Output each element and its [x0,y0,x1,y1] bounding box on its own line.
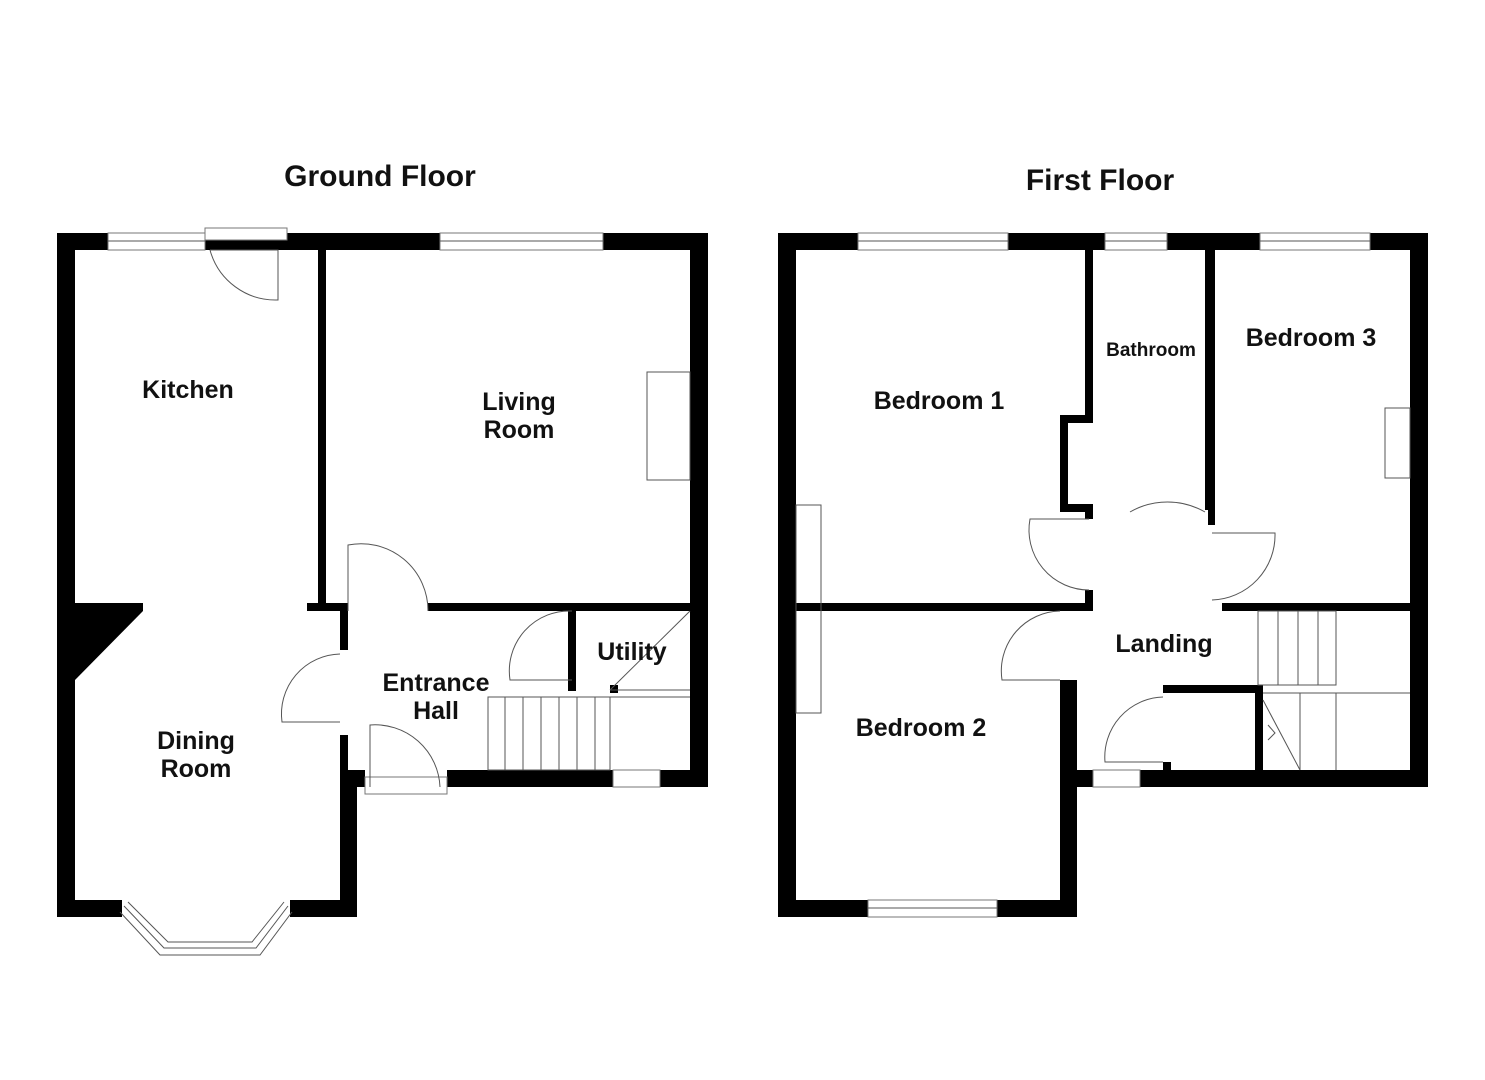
ground-floor-windows [107,227,661,956]
kitchen-label: Kitchen [142,376,234,404]
bedroom-3-label: Bedroom 3 [1246,324,1377,352]
living-room-label-1: Living [482,388,556,416]
first-floor-plan: First Floor [778,164,1428,918]
ground-floor-stairs [487,610,691,771]
ground-floor-plan: Ground Floor [57,160,708,956]
dining-room-label-1: Dining [157,727,235,755]
bedroom-2-label: Bedroom 2 [856,714,987,742]
utility-label: Utility [597,638,667,666]
first-floor-stairs [1257,610,1410,771]
first-floor-doors [795,407,1411,763]
entrance-hall-label-1: Entrance [383,669,490,697]
bathroom-label: Bathroom [1106,340,1196,361]
ground-floor-title: Ground Floor [284,160,476,193]
ground-floor-walls [57,233,708,917]
bedroom-1-label: Bedroom 1 [874,387,1005,415]
first-floor-windows [857,232,1371,918]
living-room-label-2: Room [484,416,555,444]
ground-floor-doors [209,249,691,788]
entrance-hall-label-2: Hall [413,697,459,725]
first-floor-title: First Floor [1026,164,1175,197]
dining-room-label-2: Room [161,755,232,783]
landing-label: Landing [1115,630,1212,658]
